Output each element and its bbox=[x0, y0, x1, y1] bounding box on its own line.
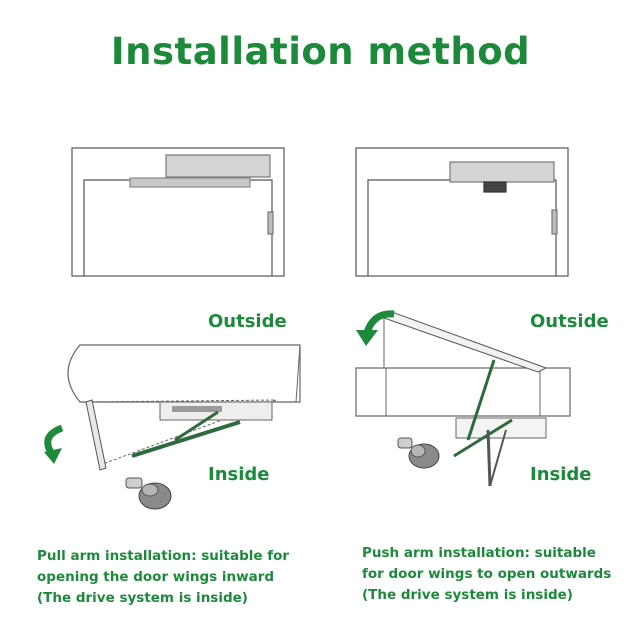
left-door-leaf bbox=[85, 399, 107, 471]
right-caption-line: Push arm installation: suitable bbox=[362, 545, 596, 561]
left-wall-section bbox=[67, 344, 301, 403]
right-hand-icon bbox=[397, 437, 440, 469]
right-caption: Push arm installation: suitable for door… bbox=[362, 543, 611, 606]
right-operator-body bbox=[449, 161, 555, 183]
left-hinge bbox=[267, 211, 274, 235]
left-caption-line: Pull arm installation: suitable for bbox=[37, 548, 290, 564]
left-pull-arm bbox=[131, 420, 241, 458]
page-title: Installation method bbox=[110, 30, 531, 73]
right-top-view bbox=[355, 310, 571, 487]
left-caption-line: (The drive system is inside) bbox=[37, 590, 248, 606]
right-door-frame bbox=[367, 179, 557, 276]
right-inside-label: Inside bbox=[530, 464, 592, 485]
right-door-leaf bbox=[382, 311, 548, 373]
right-hinge bbox=[551, 209, 558, 235]
left-caption: Pull arm installation: suitable for open… bbox=[37, 546, 289, 609]
right-outside-label: Outside bbox=[530, 311, 609, 332]
right-wall-section bbox=[355, 367, 571, 417]
left-hand-icon bbox=[125, 477, 172, 510]
left-front-view bbox=[71, 147, 285, 277]
left-inside-label: Inside bbox=[208, 464, 270, 485]
left-top-view bbox=[44, 344, 301, 510]
left-operator-body bbox=[165, 154, 271, 178]
left-caption-line: opening the door wings inward bbox=[37, 569, 275, 585]
left-door-swing bbox=[85, 399, 277, 466]
right-arm-bracket bbox=[483, 181, 507, 193]
left-door-frame bbox=[83, 179, 273, 276]
left-arm-track bbox=[129, 177, 251, 188]
right-front-view bbox=[355, 147, 569, 277]
right-caption-line: (The drive system is inside) bbox=[362, 587, 573, 603]
left-outside-label: Outside bbox=[208, 311, 287, 332]
right-push-arm bbox=[466, 359, 496, 441]
right-caption-line: for door wings to open outwards bbox=[362, 566, 612, 582]
